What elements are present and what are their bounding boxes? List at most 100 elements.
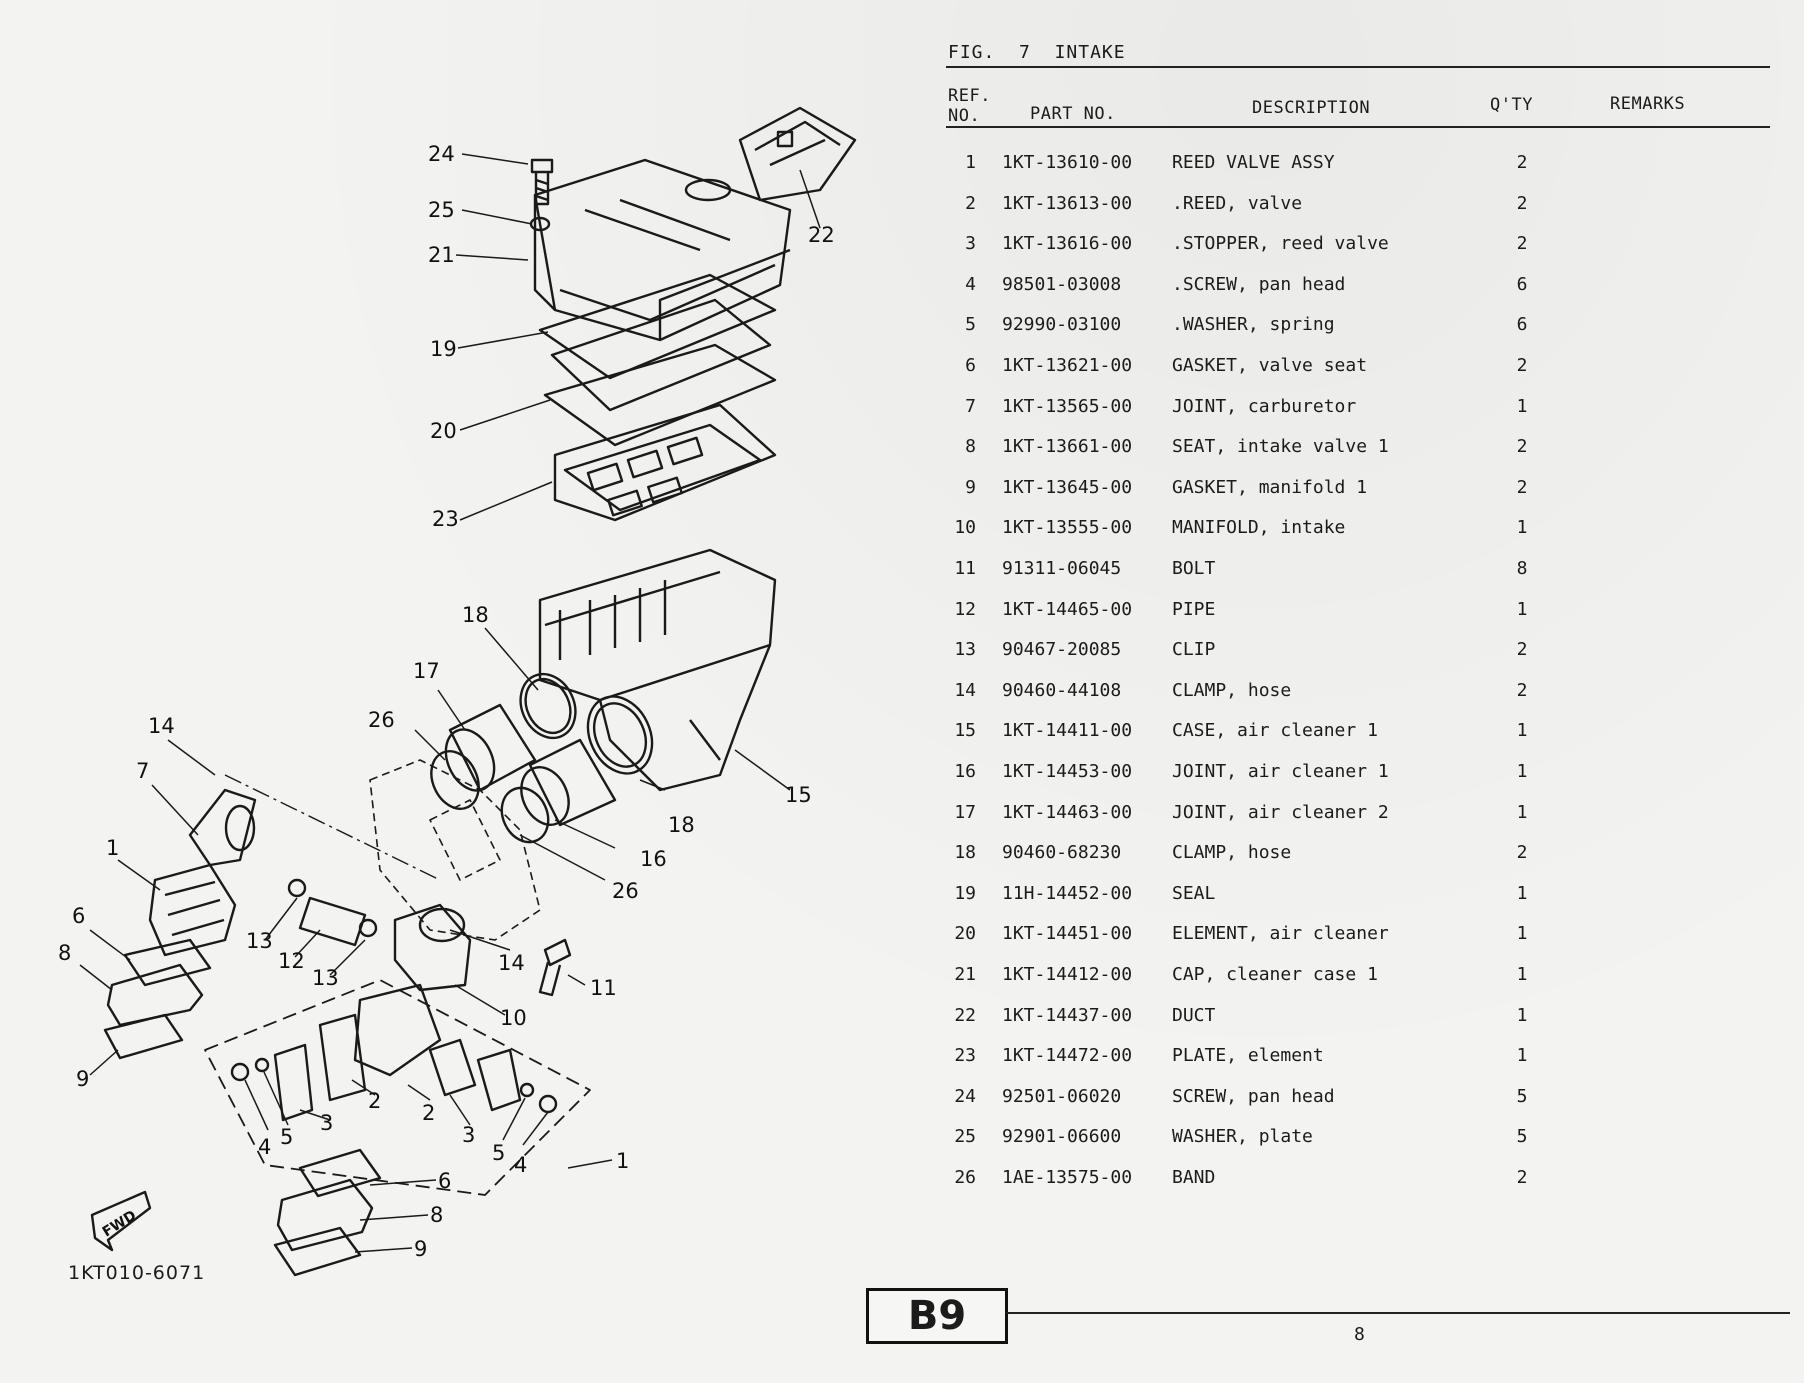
callout-label: 2 [422,1101,435,1125]
callout-label: 23 [432,507,459,531]
header-rule-bottom [946,126,1770,128]
description-cell: CLAMP, hose [1172,842,1292,864]
callout-label: 5 [280,1125,293,1149]
callout-label: 11 [590,976,617,1000]
qty-cell: 1 [1516,395,1528,417]
ref-cell: 1 [965,152,976,173]
callout-label: 13 [312,966,339,990]
part-number-cell: 1KT-14465-00 [1002,598,1133,620]
callout-label: 16 [640,847,667,871]
callout-label: 26 [368,708,395,732]
description-cell: .WASHER, spring [1172,314,1335,336]
qty-cell: 8 [1516,558,1528,579]
part-number-cell: 1KT-13613-00 [1002,192,1133,214]
part-number-cell: 1KT-14451-00 [1002,923,1133,945]
part-number-cell: 1KT-13555-00 [1002,517,1133,539]
duct-drawing [738,106,857,202]
part-number-cell: 98501-03008 [1002,273,1122,295]
ref-cell: 23 [954,1045,976,1067]
qty-cell: 1 [1516,1004,1528,1026]
callout-label: 12 [278,949,305,973]
ref-cell: 22 [954,1004,976,1026]
description-cell: GASKET, valve seat [1172,355,1368,376]
part-number-cell: 1KT-13645-00 [1002,476,1133,498]
part-number-cell: 91311-06045 [1002,558,1122,579]
callout-label: 9 [76,1067,89,1091]
description-cell: .STOPPER, reed valve [1172,233,1389,255]
callout-label: 26 [612,879,639,903]
footer-rule [1006,1312,1790,1314]
part-number-cell: 1KT-13661-00 [1002,436,1133,458]
ref-cell: 15 [954,720,976,742]
qty-cell: 2 [1516,639,1528,661]
qty-cell: 2 [1516,233,1528,255]
diagram-code: 1KT010-6071 [68,1262,206,1284]
description-cell: DUCT [1172,1004,1216,1026]
callout-label: 1 [616,1149,629,1173]
part-number-cell: 1KT-14453-00 [1002,761,1133,782]
callout-label: 14 [148,714,175,738]
part-number-cell: 11H-14452-00 [1002,882,1133,904]
callout-label: 4 [514,1153,527,1177]
col-description-header: DESCRIPTION [1252,98,1371,118]
col-ref-header: REF. NO. [948,86,991,126]
ref-cell: 5 [965,314,976,336]
section-badge: B9 [866,1288,1008,1344]
part-number-cell: 1KT-13621-00 [1002,355,1133,376]
reed-assembly-box [204,979,591,1196]
callout-label: 19 [430,337,457,361]
ref-cell: 4 [965,273,976,295]
description-cell: REED VALVE ASSY [1172,152,1335,173]
ref-cell: 6 [965,355,976,376]
part-number-cell: 90460-68230 [1002,842,1122,864]
manifold-drawing [393,903,472,992]
col-qty-header: Q'TY [1490,95,1533,115]
ref-cell: 16 [954,761,976,782]
qty-cell: 5 [1516,1126,1528,1148]
callout-label: 14 [498,951,525,975]
callout-label: 2 [368,1089,381,1113]
qty-cell: 2 [1516,436,1528,458]
bolt-drawing [538,938,572,997]
qty-cell: 2 [1516,842,1528,864]
qty-cell: 1 [1516,517,1528,539]
description-cell: PLATE, element [1172,1045,1324,1067]
description-cell: PIPE [1172,598,1216,620]
ref-cell: 26 [954,1167,976,1188]
ref-cell: 8 [965,436,976,458]
clamp-drawing [519,672,577,740]
joint-drawing [448,703,537,792]
part-number-cell: 1KT-13565-00 [1002,395,1133,417]
part-number-cell: 92501-06020 [1002,1085,1122,1107]
callout-label: 3 [462,1123,475,1147]
ref-cell: 13 [954,639,976,661]
part-number-cell: 92901-06600 [1002,1126,1122,1148]
callout-label: 3 [320,1111,333,1135]
qty-cell: 1 [1516,964,1528,985]
ref-cell: 25 [954,1126,976,1148]
callout-leaders [79,153,821,1253]
ref-cell: 2 [965,192,976,214]
gasket-drawing [123,938,212,987]
ref-cell: 20 [954,923,976,945]
qty-cell: 2 [1516,476,1528,498]
ref-cell: 14 [954,679,976,701]
ref-cell: 7 [965,395,976,417]
qty-cell: 2 [1516,152,1528,173]
fwd-arrow-drawing [90,1190,152,1252]
callout-label: 15 [785,783,812,807]
description-cell: CLIP [1172,639,1216,661]
qty-cell: 1 [1516,720,1528,742]
